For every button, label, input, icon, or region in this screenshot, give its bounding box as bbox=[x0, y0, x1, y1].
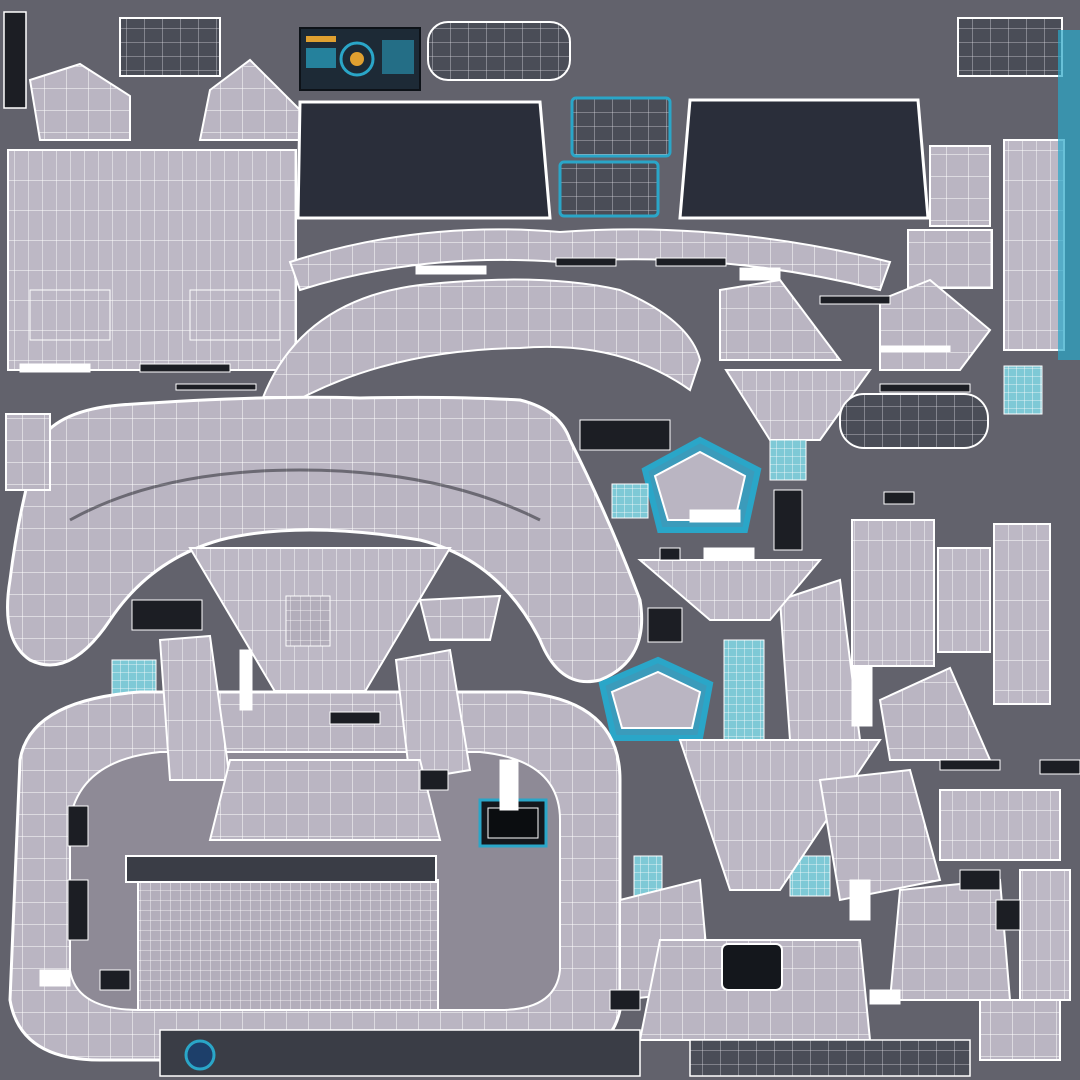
detail-rect bbox=[19, 363, 91, 373]
pentagon-inner-b bbox=[610, 670, 702, 729]
right-edge-strip bbox=[1058, 30, 1080, 360]
detail-rect bbox=[851, 665, 873, 727]
detail-rect bbox=[879, 383, 971, 393]
hub-cap bbox=[418, 594, 502, 641]
right-col-panel-a bbox=[851, 519, 935, 667]
detail-rect bbox=[419, 769, 449, 791]
detail-rect bbox=[703, 547, 755, 561]
detail-rect bbox=[67, 805, 89, 847]
right-block-b bbox=[907, 229, 993, 289]
bottom-slab-r bbox=[888, 878, 1012, 1001]
console-sub-a bbox=[29, 289, 111, 341]
dark-screen-inner bbox=[487, 807, 539, 839]
bottom-dial-icon bbox=[184, 1039, 216, 1071]
detail-rect bbox=[67, 879, 89, 941]
console-block bbox=[7, 149, 297, 371]
right-col-panel-c bbox=[993, 523, 1051, 705]
wing-island-left bbox=[28, 62, 131, 141]
small-detail-rects bbox=[19, 257, 1080, 1011]
cyan-patch-3 bbox=[1003, 365, 1043, 415]
u-shape-panel bbox=[6, 395, 644, 684]
detail-rect bbox=[655, 257, 727, 267]
cyan-patch-10 bbox=[633, 855, 663, 897]
detail-rect bbox=[647, 607, 683, 643]
top-panel-b bbox=[427, 21, 571, 81]
detail-rect bbox=[869, 989, 901, 1005]
bottom-vent-strip bbox=[689, 1039, 971, 1077]
detail-rect bbox=[329, 711, 381, 725]
top-panel-c bbox=[957, 17, 1063, 77]
detail-rect bbox=[879, 345, 951, 353]
bottom-wing-r bbox=[818, 768, 942, 902]
detail-rect bbox=[555, 257, 617, 267]
detail-rect bbox=[175, 383, 257, 391]
detail-rect bbox=[609, 989, 641, 1011]
detail-rect bbox=[995, 899, 1021, 931]
detail-rect bbox=[139, 363, 231, 373]
hub-center bbox=[208, 759, 442, 841]
right-block-a bbox=[929, 145, 991, 227]
windshield-left bbox=[296, 100, 552, 220]
center-right-funnel bbox=[637, 559, 823, 621]
funnel-detail bbox=[285, 595, 331, 647]
right-pillar bbox=[1003, 139, 1065, 351]
detail-rect bbox=[39, 969, 71, 987]
cyan-panel-b bbox=[558, 160, 660, 218]
detail-rect bbox=[579, 419, 671, 451]
top-panel-a bbox=[119, 17, 221, 77]
u-shape-seam bbox=[69, 468, 541, 522]
hud-bar bbox=[306, 36, 336, 42]
detail-rect bbox=[131, 599, 203, 631]
detail-rect bbox=[773, 489, 803, 551]
detail-rect bbox=[739, 267, 781, 281]
detail-rect bbox=[659, 547, 681, 561]
detail-rect bbox=[883, 491, 915, 505]
bottom-detail-strip bbox=[159, 1029, 641, 1077]
hud-gauge-core-icon bbox=[350, 52, 364, 66]
detail-rect bbox=[939, 759, 1001, 771]
detail-rect bbox=[819, 295, 891, 305]
detail-rect bbox=[239, 649, 253, 711]
console-sub-b bbox=[189, 289, 281, 341]
bottom-right-panel bbox=[939, 789, 1061, 861]
right-col-panel-b bbox=[937, 547, 991, 653]
detail-rect bbox=[499, 759, 519, 811]
steering-hub-grille bbox=[137, 879, 439, 1011]
top-left-strip bbox=[3, 11, 27, 109]
detail-rect bbox=[959, 869, 1001, 891]
bottom-dark-pad bbox=[721, 943, 783, 991]
hud-panel-left bbox=[306, 48, 336, 68]
cyan-panel-a bbox=[570, 96, 672, 158]
cyan-patch-1 bbox=[611, 483, 649, 519]
detail-rect bbox=[689, 509, 741, 523]
pedestal-wing-l bbox=[719, 278, 842, 361]
oval-block bbox=[839, 393, 989, 449]
detail-rect bbox=[415, 265, 487, 275]
detail-rect bbox=[849, 879, 871, 921]
bottom-corner-block bbox=[979, 999, 1061, 1061]
dashboard-arch bbox=[260, 278, 702, 412]
pedestal-top bbox=[724, 369, 872, 441]
bottom-right-pillar bbox=[1019, 869, 1071, 1001]
spoke-right bbox=[394, 648, 472, 782]
left-small-island bbox=[5, 413, 51, 491]
hud-panel-right bbox=[382, 40, 414, 74]
windshield-right bbox=[678, 98, 930, 220]
detail-rect bbox=[1039, 759, 1080, 775]
hud-gauge-icon bbox=[339, 41, 375, 77]
cyan-patch-2 bbox=[769, 439, 807, 481]
steering-hub-bar bbox=[125, 855, 437, 883]
detail-rect bbox=[99, 969, 131, 991]
cyan-patch-4 bbox=[723, 639, 765, 741]
bottom-funnel bbox=[678, 739, 882, 891]
